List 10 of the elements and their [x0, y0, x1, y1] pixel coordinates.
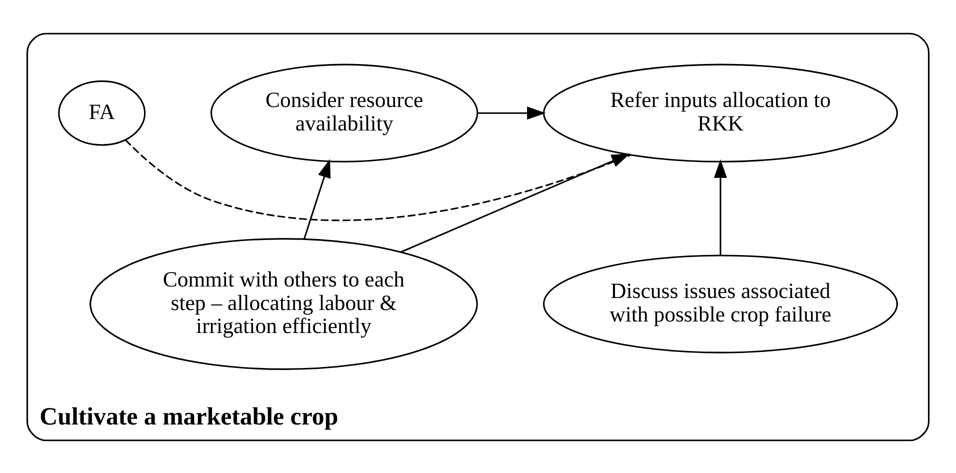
connector	[124, 138, 632, 220]
node-ellipse: Consider resource availability	[210, 63, 478, 162]
node-ellipse: FA	[58, 80, 146, 146]
node-ellipse: Refer inputs allocation to RKK	[542, 63, 898, 162]
arrow	[303, 158, 330, 240]
arrow	[400, 152, 630, 252]
arrow	[478, 106, 546, 120]
node-ellipse: Discuss issues associated with possible crop failure	[542, 254, 898, 353]
arrow	[714, 158, 727, 256]
node-ellipse: Commit with others to each step – allocating labour & irrigation efficiently	[90, 238, 478, 370]
